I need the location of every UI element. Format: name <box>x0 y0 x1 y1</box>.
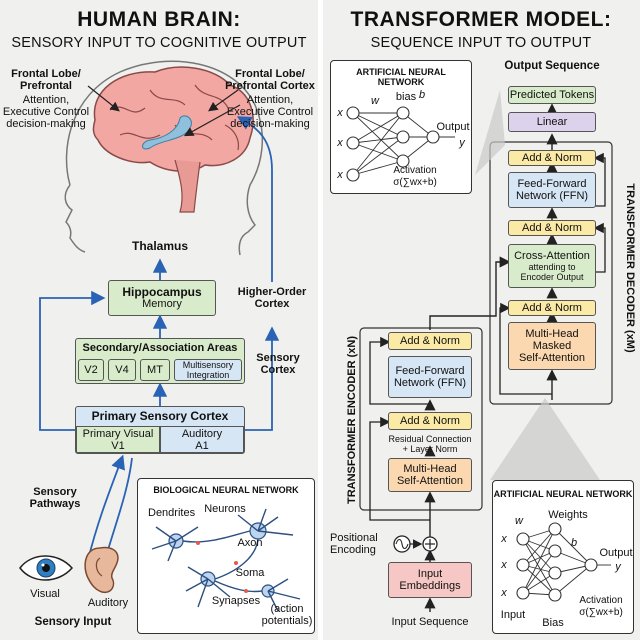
positional-encoding-icon <box>393 535 411 553</box>
frontal-right-desc: Attention, Executive Control decision-ma… <box>226 94 314 130</box>
ann-top-activation: Activation σ(∑wx+b) <box>393 165 437 188</box>
ann-bottom-weights: Weights <box>548 509 588 521</box>
ann-bottom-xi: x <box>501 533 507 545</box>
encoder-mhsa-box: Multi-Head Self-Attention <box>388 458 472 492</box>
left-title: HUMAN BRAIN: <box>77 8 241 31</box>
ann-top-yj: y <box>459 137 465 149</box>
head-outline <box>65 60 264 256</box>
output-sequence-label: Output Sequence <box>504 60 600 72</box>
brain-icon <box>92 66 254 172</box>
right-subtitle: SEQUENCE INPUT TO OUTPUT <box>370 35 592 51</box>
sensory-input-label: Sensory Input <box>34 616 112 628</box>
encoder-ffn-box: Feed-Forward Network (FFN) <box>388 356 472 398</box>
ann-top-b: b <box>418 89 426 101</box>
ann-top-x2: x <box>337 137 343 149</box>
ann-top-network <box>346 106 455 182</box>
ann-top-xi-2: x <box>337 169 343 181</box>
ann-bottom-xi-2: x <box>501 587 507 599</box>
higher-order-cortex-label: Higher-Order Cortex <box>237 286 307 310</box>
ann-bottom-input: Input <box>500 609 526 621</box>
sensory-pathways-label: Sensory Pathways <box>29 486 81 510</box>
ann-bottom-b: b <box>570 537 578 549</box>
area-v4: V4 <box>108 359 136 381</box>
ann-bottom-network <box>516 522 611 602</box>
encoder-add-norm-2: Add & Norm <box>388 412 472 430</box>
ann-bottom-xx: x <box>501 559 507 571</box>
ann-bottom-yj: y <box>615 561 621 573</box>
decoder-label: TRANSFORMER DECODER (xM) <box>624 183 636 353</box>
brainstem-icon <box>174 159 201 213</box>
encoder-label: TRANSFORMER ENCODER (xN) <box>346 335 358 505</box>
ann-bottom-card: ARTIFICIAL NEURAL NETWORK Weights w b x … <box>492 480 634 634</box>
decoder-add-norm-3: Add & Norm <box>508 300 596 316</box>
ann-top-card: ARTIFICIAL NEURAL NETWORK x x x w bias b… <box>330 60 472 194</box>
neuron-illustration <box>151 508 301 612</box>
cross-attention-sub: attending to Encoder Output <box>520 262 584 282</box>
visual-label: Visual <box>30 588 60 600</box>
hippocampus-label: Hippocampus <box>122 285 202 299</box>
ann-top-bias: bias <box>395 91 417 103</box>
area-v2: V2 <box>78 359 104 381</box>
linear-box: Linear <box>508 112 596 132</box>
decoder-add-norm-2: Add & Norm <box>508 220 596 236</box>
primary-visual-v1: Primary Visual V1 <box>76 426 160 453</box>
auditory-label: Auditory <box>87 597 129 609</box>
ann-bottom-title: ARTIFICIAL NEURAL NETWORK <box>493 489 633 499</box>
axon-label: Axon <box>237 537 263 549</box>
positional-encoding-label: Positional Encoding <box>330 532 378 556</box>
ann-top-output: Output <box>436 121 470 133</box>
frontal-right-label: Frontal Lobe/ Prefrontal Cortex <box>225 68 315 92</box>
ann-top-xi: x <box>337 107 343 119</box>
residual-connection-label: Residual Connection + Layer Norm <box>388 434 472 454</box>
soma-label: Soma <box>235 567 265 579</box>
ann-bottom-wij: w <box>515 515 523 527</box>
thalamus-highlight-icon <box>142 115 192 150</box>
cross-attention-box: Cross-Attention attending to Encoder Out… <box>508 244 596 288</box>
right-title: TRANSFORMER MODEL: <box>350 8 612 31</box>
frontal-left-desc: Attention, Executive Control decision-ma… <box>2 94 90 130</box>
input-sequence-label: Input Sequence <box>391 616 469 628</box>
frontal-left-label: Frontal Lobe/ Prefrontal <box>11 68 81 92</box>
input-embeddings-box: Input Embeddings <box>388 562 472 598</box>
thalamus-label: Thalamus <box>131 239 188 253</box>
multisensory-integration-box: Multisensory Integration <box>174 359 242 381</box>
neurons-label: Neurons <box>204 503 246 515</box>
biological-neural-network-card: BIOLOGICAL NEURAL NETWORK Dendrites Neur… <box>137 478 315 634</box>
predicted-tokens-box: Predicted Tokens <box>508 86 596 104</box>
decoder-add-norm-1: Add & Norm <box>508 150 596 166</box>
cross-attention-label: Cross-Attention <box>514 250 590 262</box>
bio-net-title: BIOLOGICAL NEURAL NETWORK <box>153 485 299 495</box>
secondary-areas-label: Secondary/Association Areas <box>82 342 238 354</box>
ann-bottom-bias: Bias <box>542 617 564 629</box>
dendrites-label: Dendrites <box>148 507 196 519</box>
ann-bottom-output: Output <box>599 547 633 559</box>
primary-sensory-label: Primary Sensory Cortex <box>91 409 229 423</box>
sensory-cortex-label: Sensory Cortex <box>256 352 300 376</box>
auditory-a1: Auditory A1 <box>160 426 244 453</box>
action-potentials-label: (action potentials) <box>261 603 313 627</box>
face-profile <box>64 184 86 253</box>
encoder-outline <box>359 327 483 511</box>
hippocampus-desc: Memory <box>142 298 182 310</box>
encoder-add-norm-1: Add & Norm <box>388 332 472 350</box>
decoder-ffn-box: Feed-Forward Network (FFN) <box>508 172 596 208</box>
area-mt: MT <box>140 359 170 381</box>
ann-top-title: ARTIFICIAL NEURAL NETWORK <box>356 67 446 87</box>
left-subtitle: SENSORY INPUT TO COGNITIVE OUTPUT <box>11 35 307 51</box>
ear-icon <box>84 546 119 594</box>
masked-self-attention-box: Multi-Head Masked Self-Attention <box>508 322 596 370</box>
ann-bottom-activation: Activation σ(∑wx+b) <box>579 595 623 618</box>
ann-top-wij: w <box>371 95 379 107</box>
add-icon <box>422 536 438 552</box>
eye-icon <box>19 555 73 581</box>
synapses-label: Synapses <box>211 595 261 607</box>
hippocampus-box: Hippocampus Memory <box>108 280 216 316</box>
